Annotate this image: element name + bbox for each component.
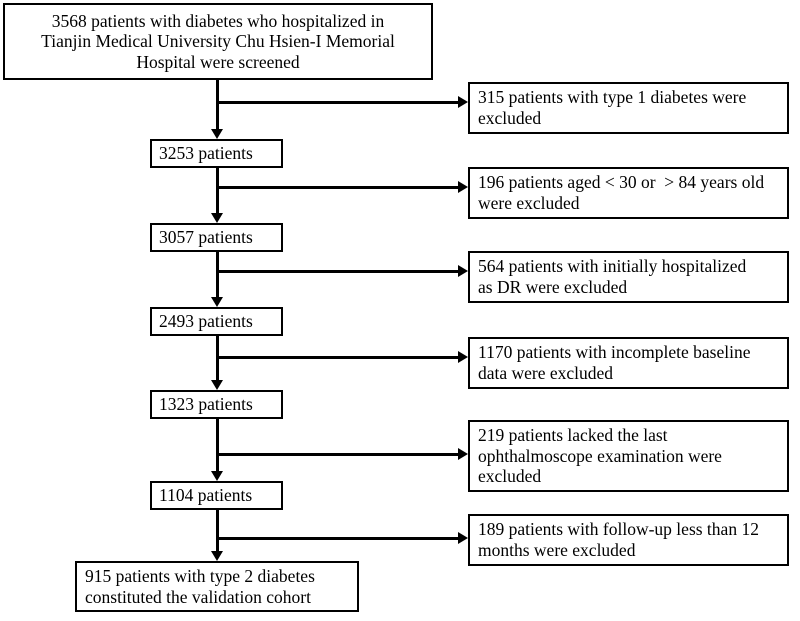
exclusion-3-line-2: as DR were excluded [478, 277, 628, 297]
step-box-3: 2493 patients [150, 307, 283, 336]
arrowhead-exclusion-3 [458, 265, 468, 277]
screened-box: 3568 patients with diabetes who hospital… [3, 3, 433, 80]
step-box-1: 3253 patients [150, 139, 283, 168]
branch-line-exclusion-4 [216, 356, 461, 359]
final-cohort-box: 915 patients with type 2 diabetes consti… [75, 561, 359, 612]
exclusion-3-line-1: 564 patients with initially hospitalized [478, 256, 747, 277]
final-line-1: 915 patients with type 2 diabetes [85, 565, 315, 586]
branch-line-exclusion-1 [216, 101, 461, 104]
step-box-4: 1323 patients [150, 390, 283, 419]
exclusion-4-line-2: data were excluded [478, 363, 614, 383]
connector-step4-to-step5 [216, 419, 219, 472]
exclusion-2-line-1: 196 patients aged < 30 or > 84 years old [478, 172, 765, 193]
exclusion-box-2: 196 patients aged < 30 or > 84 years old… [468, 167, 789, 219]
step-label-5: 1104 patients [159, 484, 253, 505]
exclusion-5-line-3: excluded [478, 466, 542, 487]
arrowhead-exclusion-4 [458, 351, 468, 363]
exclusion-6-line-1: 189 patients with follow-up less than 12 [478, 519, 759, 540]
screened-line-2: Tianjin Medical University Chu Hsien-I M… [41, 31, 395, 52]
exclusion-box-6: 189 patients with follow-up less than 12… [468, 514, 789, 566]
step-label-2: 3057 patients [159, 226, 253, 247]
screened-line-3: Hospital were screened [136, 51, 300, 72]
exclusion-2-line-2: were excluded [478, 193, 580, 213]
arrowhead-to-step2 [211, 213, 223, 223]
exclusion-box-5: 219 patients lacked the last ophthalmosc… [468, 420, 789, 492]
arrowhead-exclusion-1 [458, 96, 468, 108]
exclusion-1-line-1: 315 patients with type 1 diabetes were [478, 87, 747, 108]
connector-step5-to-final [216, 510, 219, 553]
screened-line-1: 3568 patients with diabetes who hospital… [51, 10, 385, 31]
connector-step1-to-step2 [216, 167, 219, 215]
branch-line-exclusion-6 [216, 537, 461, 540]
step-label-1: 3253 patients [159, 142, 253, 163]
exclusion-4-line-1: 1170 patients with incomplete baseline [478, 342, 751, 363]
exclusion-box-4: 1170 patients with incomplete baseline d… [468, 337, 789, 389]
step-box-2: 3057 patients [150, 223, 283, 252]
exclusion-box-1: 315 patients with type 1 diabetes were e… [468, 82, 789, 134]
exclusion-5-line-2: ophthalmoscope examination were [478, 445, 722, 466]
arrowhead-to-step1 [211, 129, 223, 139]
connector-step3-to-step4 [216, 336, 219, 382]
branch-line-exclusion-2 [216, 186, 461, 189]
connector-screened-to-step1 [216, 80, 219, 130]
step-label-4: 1323 patients [159, 393, 253, 414]
arrowhead-to-step5 [211, 471, 223, 481]
arrowhead-to-final [211, 551, 223, 561]
arrowhead-exclusion-5 [458, 448, 468, 460]
arrowhead-exclusion-2 [458, 181, 468, 193]
exclusion-box-3: 564 patients with initially hospitalized… [468, 251, 789, 303]
branch-line-exclusion-3 [216, 270, 461, 273]
exclusion-6-line-2: months were excluded [478, 540, 636, 560]
exclusion-5-line-1: 219 patients lacked the last [478, 425, 668, 446]
connector-step2-to-step3 [216, 252, 219, 299]
arrowhead-exclusion-6 [458, 532, 468, 544]
arrowhead-to-step3 [211, 297, 223, 307]
exclusion-1-line-2: excluded [478, 108, 542, 128]
final-line-2: constituted the validation cohort [85, 586, 311, 607]
step-label-3: 2493 patients [159, 310, 253, 331]
step-box-5: 1104 patients [150, 481, 283, 510]
branch-line-exclusion-5 [216, 453, 461, 456]
arrowhead-to-step4 [211, 380, 223, 390]
